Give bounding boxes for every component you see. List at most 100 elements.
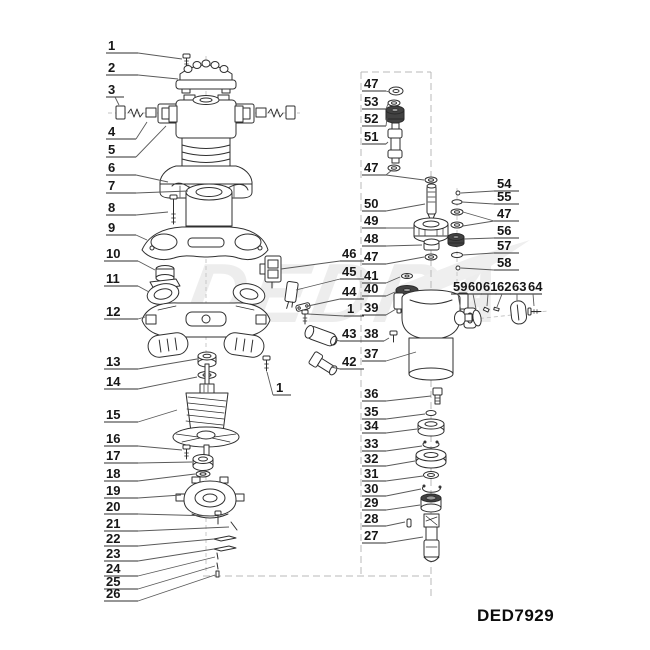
leader-line bbox=[385, 141, 389, 145]
leader-line bbox=[385, 244, 423, 247]
part-nut-47a bbox=[388, 86, 404, 96]
part-label-47: 47 bbox=[364, 76, 378, 91]
leader-line bbox=[135, 174, 169, 183]
part-label-4: 4 bbox=[108, 124, 116, 139]
part-label-51: 51 bbox=[364, 129, 378, 144]
leader-line bbox=[137, 358, 198, 370]
part-label-42: 42 bbox=[342, 354, 356, 369]
part-bearing-34 bbox=[417, 418, 445, 437]
part-collar-29 bbox=[420, 493, 442, 513]
part-label-31: 31 bbox=[364, 466, 378, 481]
part-label-22: 22 bbox=[106, 531, 120, 546]
part-label-60: 60 bbox=[468, 279, 482, 294]
part-top-cover bbox=[141, 226, 269, 261]
leader-line bbox=[137, 548, 215, 562]
part-labels: 1234567891011121314151617181920212223242… bbox=[106, 38, 543, 601]
part-label-52: 52 bbox=[364, 111, 378, 126]
part-screw-64 bbox=[527, 307, 542, 316]
part-bearing-13 bbox=[197, 351, 217, 368]
leader-line bbox=[385, 536, 424, 544]
part-label-3: 3 bbox=[108, 82, 115, 97]
leader-line bbox=[137, 376, 198, 390]
part-stator bbox=[171, 182, 249, 231]
part-grommet-42 bbox=[308, 351, 338, 376]
part-gear-49 bbox=[413, 217, 449, 243]
leader-line bbox=[137, 513, 215, 517]
part-label-5: 5 bbox=[108, 142, 115, 157]
model-code: DED7929 bbox=[477, 606, 554, 625]
leader-lines bbox=[104, 52, 542, 602]
leader-line bbox=[462, 252, 495, 256]
leader-line bbox=[385, 395, 432, 402]
part-long-screw bbox=[169, 194, 178, 225]
leader-line bbox=[385, 174, 425, 181]
part-label-17: 17 bbox=[106, 448, 120, 463]
leader-line bbox=[486, 293, 489, 307]
leader-line bbox=[385, 504, 421, 511]
part-label-1: 1 bbox=[108, 38, 115, 53]
part-label-48: 48 bbox=[364, 231, 378, 246]
part-label-63: 63 bbox=[512, 279, 526, 294]
part-label-35: 35 bbox=[364, 404, 378, 419]
part-handle-pads bbox=[146, 283, 266, 305]
part-label-14: 14 bbox=[106, 374, 121, 389]
part-switch-46 bbox=[259, 255, 282, 289]
part-label-58: 58 bbox=[497, 255, 511, 270]
leader-line bbox=[460, 267, 495, 271]
part-label-19: 19 bbox=[106, 483, 120, 498]
part-label-11: 11 bbox=[106, 271, 120, 286]
part-screw-top bbox=[182, 53, 191, 68]
part-screw-38 bbox=[389, 330, 398, 343]
leader-line bbox=[385, 117, 388, 127]
part-ring-35 bbox=[425, 410, 437, 416]
part-label-32: 32 bbox=[364, 451, 378, 466]
part-label-46: 46 bbox=[342, 246, 356, 261]
leader-line bbox=[496, 293, 503, 308]
part-cord-sleeve-43 bbox=[304, 325, 338, 347]
part-bearing-32 bbox=[415, 448, 447, 469]
part-nut-48 bbox=[423, 238, 440, 251]
part-bearing-bracket bbox=[175, 476, 245, 519]
part-ball-58 bbox=[455, 265, 461, 271]
part-label-2: 2 bbox=[108, 60, 115, 75]
leader-line bbox=[457, 293, 462, 313]
leader-line bbox=[114, 96, 120, 106]
leader-line bbox=[385, 308, 397, 316]
part-label-34: 34 bbox=[364, 418, 379, 433]
leader-line bbox=[266, 371, 274, 396]
part-label-25: 25 bbox=[106, 574, 120, 589]
part-label-37: 37 bbox=[364, 346, 378, 361]
part-knob-shaft-59 bbox=[454, 310, 473, 326]
part-screw-16 bbox=[182, 444, 191, 460]
part-label-53: 53 bbox=[364, 94, 378, 109]
leader-line bbox=[330, 366, 341, 370]
part-label-62: 62 bbox=[497, 279, 511, 294]
leader-line bbox=[461, 201, 495, 205]
leader-line bbox=[334, 339, 341, 342]
leader-line bbox=[472, 293, 477, 310]
part-label-64: 64 bbox=[528, 279, 543, 294]
part-key-28 bbox=[406, 518, 412, 528]
part-label-23: 23 bbox=[106, 546, 120, 561]
part-label-30: 30 bbox=[364, 481, 378, 496]
part-label-28: 28 bbox=[364, 511, 378, 526]
part-ring-57 bbox=[451, 252, 463, 258]
part-label-47: 47 bbox=[364, 249, 378, 264]
leader-line bbox=[137, 74, 179, 80]
leader-line bbox=[385, 351, 417, 362]
leader-line bbox=[460, 190, 495, 194]
leader-line bbox=[135, 121, 148, 140]
part-label-50: 50 bbox=[364, 196, 378, 211]
part-label-13: 13 bbox=[106, 354, 120, 369]
leader-line bbox=[135, 234, 148, 241]
leader-line bbox=[137, 538, 215, 547]
part-label-47: 47 bbox=[364, 160, 378, 175]
part-label-1: 1 bbox=[276, 380, 283, 395]
leader-line bbox=[385, 521, 406, 527]
leader-line bbox=[385, 488, 422, 497]
leader-line bbox=[135, 211, 169, 216]
leader-line bbox=[463, 237, 495, 240]
part-gear-housing-37 bbox=[393, 289, 477, 381]
leader-line bbox=[532, 293, 535, 307]
